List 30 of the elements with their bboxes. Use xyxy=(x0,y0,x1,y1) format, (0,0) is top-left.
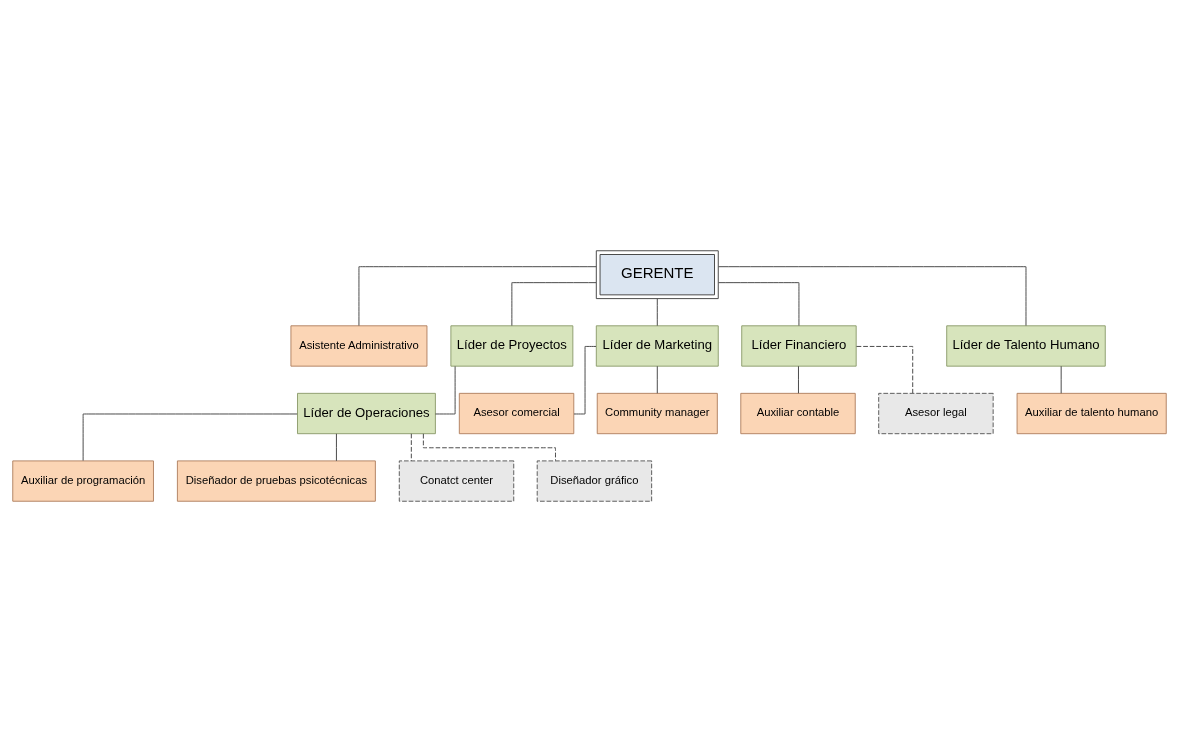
connector xyxy=(798,365,799,394)
node-box: Diseñador de pruebas psicotécnicas xyxy=(176,459,376,502)
node-box: Líder de Operaciones xyxy=(297,392,436,434)
node-box: Auxiliar de talento humano xyxy=(1016,392,1167,434)
connector xyxy=(358,265,597,326)
connector xyxy=(434,365,456,414)
connector xyxy=(718,281,800,326)
node-box: Conatct center xyxy=(398,459,515,502)
connector xyxy=(335,432,337,461)
node-box: Auxiliar de programación xyxy=(12,459,154,502)
node-box: Líder de Talento Humano xyxy=(946,324,1106,367)
node-box: Líder de Marketing xyxy=(595,324,719,367)
node-box: GERENTE xyxy=(595,249,719,299)
connector xyxy=(856,345,914,393)
node-box: Asesor legal xyxy=(878,392,994,434)
connector xyxy=(410,432,412,461)
connector xyxy=(656,365,658,394)
node-box: Diseñador gráfico xyxy=(536,459,653,502)
connector xyxy=(656,297,658,326)
node-box: Asistente Administrativo xyxy=(290,324,428,367)
node-box: Community manager xyxy=(596,392,718,434)
node-box: Líder de Proyectos xyxy=(450,324,574,367)
node-box: Líder Financiero xyxy=(741,324,857,367)
node-box: Asesor comercial xyxy=(458,392,575,434)
connector xyxy=(718,265,1027,326)
node-box: Auxiliar contable xyxy=(740,392,856,434)
connector xyxy=(82,413,298,461)
connector xyxy=(573,345,597,414)
connector xyxy=(511,281,597,326)
connector xyxy=(1060,365,1062,394)
